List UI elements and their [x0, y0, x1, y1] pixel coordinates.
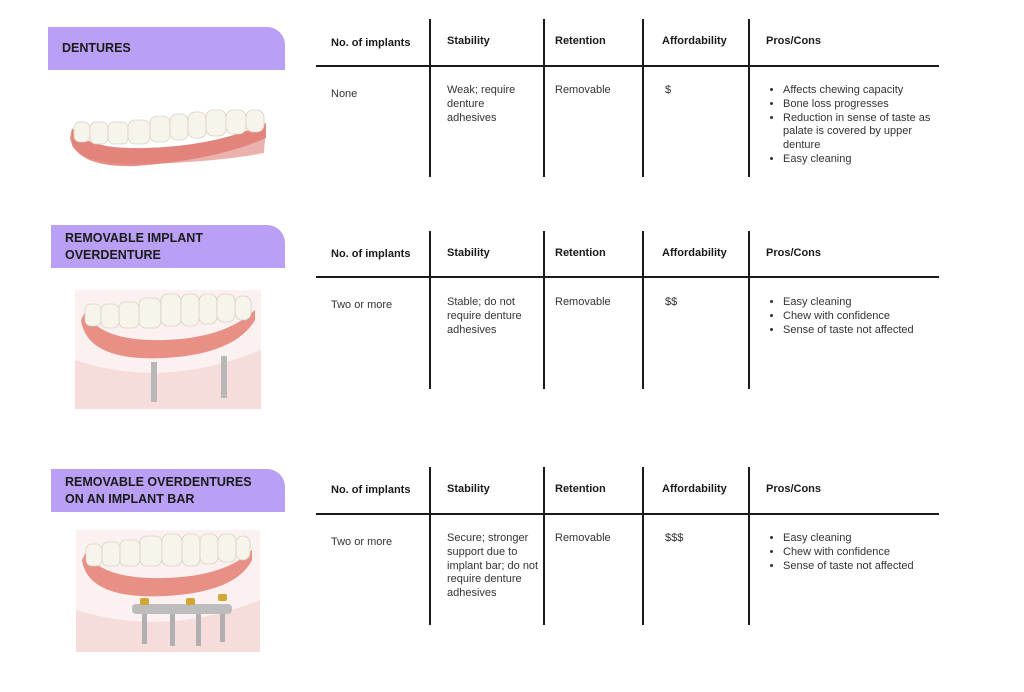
cell-implants: Two or more: [331, 299, 393, 311]
column-divider: [429, 467, 431, 625]
pros-cons-list: Affects chewing capacity Bone loss progr…: [763, 84, 943, 167]
header-implants: No. of implants: [331, 248, 411, 260]
cell-affordability: $$: [665, 296, 678, 308]
header-stability: Stability: [447, 483, 490, 495]
list-item: Chew with confidence: [783, 310, 943, 324]
header-implants: No. of implants: [331, 37, 411, 49]
header-pros-cons: Pros/Cons: [766, 35, 822, 47]
pros-cons-list: Easy cleaning Chew with confidence Sense…: [763, 296, 943, 337]
cell-retention: Removable: [555, 532, 611, 544]
list-item: Chew with confidence: [783, 546, 943, 560]
header-affordability: Affordability: [662, 247, 727, 259]
denture-image: [66, 98, 272, 178]
column-divider: [543, 467, 545, 625]
header-affordability: Affordability: [662, 483, 727, 495]
header-divider: [316, 276, 939, 278]
pros-cons-list: Easy cleaning Chew with confidence Sense…: [763, 532, 943, 573]
list-item: Easy cleaning: [783, 532, 943, 546]
column-divider: [642, 231, 644, 389]
column-divider: [748, 467, 750, 625]
header-affordability: Affordability: [662, 35, 727, 47]
header-retention: Retention: [555, 247, 606, 259]
cell-pros-cons: Easy cleaning Chew with confidence Sense…: [763, 532, 943, 573]
cell-pros-cons: Easy cleaning Chew with confidence Sense…: [763, 296, 943, 337]
list-item: Reduction in sense of taste as palate is…: [783, 112, 943, 153]
column-divider: [543, 19, 545, 177]
list-item: Sense of taste not affected: [783, 324, 943, 338]
header-retention: Retention: [555, 35, 606, 47]
list-item: Sense of taste not affected: [783, 560, 943, 574]
column-divider: [642, 19, 644, 177]
header-implants: No. of implants: [331, 484, 411, 496]
cell-stability: Stable; do not require denture adhesives: [447, 296, 522, 336]
list-item: Bone loss progresses: [783, 98, 943, 112]
cell-implants: None: [331, 88, 358, 100]
header-stability: Stability: [447, 247, 490, 259]
header-stability: Stability: [447, 35, 490, 47]
cell-implants: Two or more: [331, 536, 393, 548]
list-item: Easy cleaning: [783, 296, 943, 310]
section-title-line: REMOVABLE IMPLANT: [65, 230, 203, 245]
column-divider: [748, 19, 750, 177]
section-title-text: DENTURES: [62, 41, 131, 55]
cell-affordability: $: [665, 84, 672, 96]
list-item: Affects chewing capacity: [783, 84, 943, 98]
header-divider: [316, 513, 939, 515]
cell-pros-cons: Affects chewing capacity Bone loss progr…: [763, 84, 943, 167]
cell-stability: Secure; stronger support due to implant …: [447, 532, 539, 600]
cell-retention: Removable: [555, 84, 611, 96]
column-divider: [642, 467, 644, 625]
section-title: REMOVABLE IMPLANT OVERDENTURE: [51, 225, 285, 268]
implant-bar-image: [76, 530, 260, 657]
implant-overdenture-image: [75, 290, 261, 414]
list-item: Easy cleaning: [783, 153, 943, 167]
section-title-line: ON AN IMPLANT BAR: [65, 491, 195, 506]
cell-retention: Removable: [555, 296, 611, 308]
cell-stability: Weak; require denture adhesives: [447, 84, 516, 124]
header-retention: Retention: [555, 483, 606, 495]
section-title-line: REMOVABLE OVERDENTURES: [65, 474, 252, 489]
column-divider: [429, 19, 431, 177]
section-title: DENTURES: [48, 27, 285, 70]
section-title: REMOVABLE OVERDENTURES ON AN IMPLANT BAR: [51, 469, 285, 512]
header-pros-cons: Pros/Cons: [766, 247, 822, 259]
section-title-line: OVERDENTURE: [65, 247, 161, 262]
header-divider: [316, 65, 939, 67]
header-pros-cons: Pros/Cons: [766, 483, 822, 495]
cell-affordability: $$$: [665, 532, 684, 544]
column-divider: [748, 231, 750, 389]
column-divider: [543, 231, 545, 389]
column-divider: [429, 231, 431, 389]
